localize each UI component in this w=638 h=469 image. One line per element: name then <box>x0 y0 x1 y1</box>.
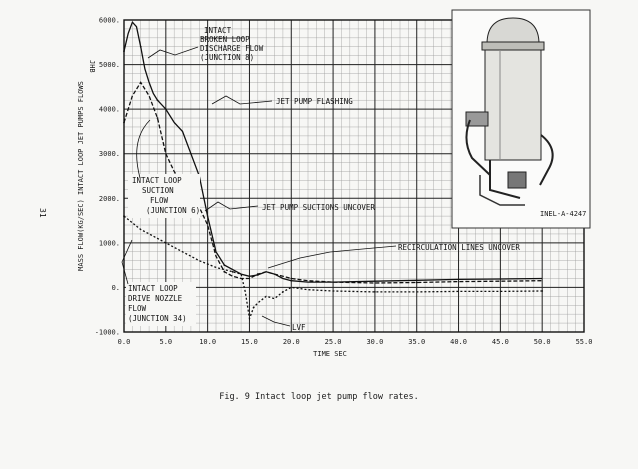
series-point <box>223 270 226 273</box>
y-tick-label: 3000. <box>99 150 120 158</box>
annotation-line: DRIVE NOZZLE <box>128 294 183 303</box>
annotation-suction-flow: INTACT LOOP SUCTION FLOW (JUNCTION 6) <box>128 119 200 218</box>
series-point <box>139 45 142 48</box>
x-tick-label: 55.0 <box>576 338 593 346</box>
series-point <box>282 290 284 293</box>
page-number: 31 <box>38 208 47 218</box>
annotation-line: SUCTION <box>142 186 174 195</box>
x-tick-label: 30.0 <box>366 338 383 346</box>
annotation-jet-pump-flashing: JET PUMP FLASHING <box>211 95 353 106</box>
photo-label: INEL-A-4247 <box>540 210 586 218</box>
series-point <box>156 117 159 119</box>
annotation-line: (JUNCTION 8) <box>200 53 254 62</box>
y-axis-label-suffix: JHB <box>88 60 96 73</box>
annotation-line: (JUNCTION 34) <box>128 314 187 323</box>
series-point <box>231 270 234 273</box>
x-tick-label: 15.0 <box>241 338 258 346</box>
series-point <box>164 241 167 244</box>
series-point <box>256 273 259 275</box>
annotation-line: (JUNCTION 6) <box>146 206 200 215</box>
annotation-line: BROKEN LOOP <box>200 35 250 44</box>
axis-layer: 0.0 5.0 10.0 15.0 20.0 25.0 30.0 35.0 40.0 45.0 50… <box>95 17 593 347</box>
series-point <box>223 264 226 267</box>
annotation-line: INTACT <box>204 26 232 35</box>
series-point <box>290 277 293 280</box>
y-tick-label: 1000. <box>99 239 120 247</box>
annotation-line: RECIRCULATION LINES UNCOVER <box>398 243 520 252</box>
series-point <box>156 99 159 102</box>
x-tick-label: 0.0 <box>118 338 131 346</box>
annotation-recirculation: RECIRCULATION LINES UNCOVER <box>267 243 520 269</box>
x-tick-label: 25.0 <box>325 338 342 346</box>
annotation-line: INTACT LOOP <box>132 176 182 185</box>
series-point <box>374 290 376 293</box>
series-point <box>123 50 125 53</box>
annotation-line: LVF <box>292 323 306 332</box>
series-layer <box>123 20 544 322</box>
reactor-photo-inset: INEL-A-4247 <box>451 9 591 229</box>
annotation-line: JET PUMP SUCTIONS UNCOVER <box>262 203 375 212</box>
y-tick-label: 6000. <box>99 17 120 25</box>
annotation-line: INTACT LOOP <box>128 284 178 293</box>
x-axis-label: TIME SEC <box>313 350 347 358</box>
series-point <box>123 215 125 218</box>
annotation-suctions-uncover: JET PUMP SUCTIONS UNCOVER <box>204 201 375 212</box>
series-point <box>123 121 125 124</box>
series-point <box>290 279 293 282</box>
annotation-drive-nozzle: INTACT LOOP DRIVE NOZZLE FLOW (JUNCTION … <box>121 239 196 326</box>
x-tick-label: 10.0 <box>199 338 216 346</box>
series-point <box>541 290 544 292</box>
x-tick-label: 50.0 <box>534 338 551 346</box>
x-tick-label: 35.0 <box>408 338 425 346</box>
y-tick-label: 2000. <box>99 195 120 203</box>
x-tick-label: 20.0 <box>283 338 300 346</box>
annotation-line: FLOW <box>150 196 169 205</box>
x-tick-label: 45.0 <box>492 338 509 346</box>
figure-caption: Fig. 9 Intact loop jet pump flow rates. <box>219 392 419 402</box>
annotation-line: FLOW <box>128 304 147 313</box>
x-tick-label: 5.0 <box>159 338 172 346</box>
series-line-1 <box>123 81 543 284</box>
annotation-broken-loop: INTACT BROKEN LOOP DISCHARGE FLOW (JUNCT… <box>147 26 264 62</box>
y-tick-label: -1000. <box>95 329 120 337</box>
y-tick-label: 0. <box>112 284 120 292</box>
annotation-line: DISCHARGE FLOW <box>200 44 264 53</box>
x-tick-label: 40.0 <box>450 338 467 346</box>
annotation-line: JET PUMP FLASHING <box>276 97 353 106</box>
y-axis-label: MASS FLOW(KG/SEC) INTACT LOOP JET PUMPS … <box>77 81 85 271</box>
series-point <box>415 281 418 284</box>
series-point <box>415 279 418 282</box>
series-point <box>190 152 192 155</box>
y-tick-label: 5000. <box>99 61 120 69</box>
y-tick-label: 4000. <box>99 106 120 114</box>
series-point <box>252 306 255 309</box>
annotation-lvf: LVF <box>261 315 306 332</box>
